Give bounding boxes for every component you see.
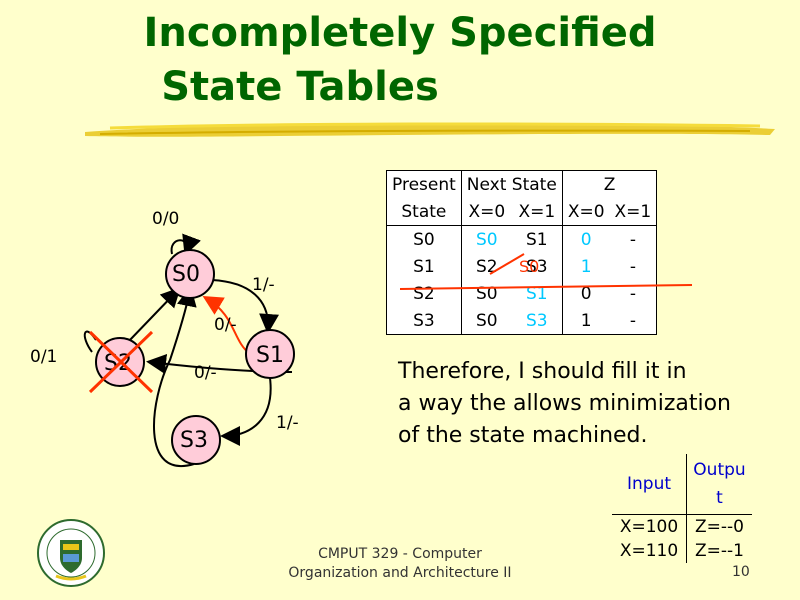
input-output-table: Input Outpu t X=100 Z=--0 X=110 Z=--1 xyxy=(612,454,752,563)
subheader-z-x1: X=1 xyxy=(614,201,652,222)
state-table: Present Next State Z State X=0 X=1 X=0 X… xyxy=(386,170,658,335)
explanation-line1: Therefore, I should fill it in xyxy=(398,359,687,384)
io-header-input: Input xyxy=(626,474,672,494)
edge-label-s1-s2: 0/- xyxy=(194,363,217,383)
edge-label-s1-s0: 0/- xyxy=(214,315,237,335)
edge-s0-to-s1 xyxy=(211,279,280,334)
header-z: Z xyxy=(561,170,657,198)
cell-z-x0: 1 xyxy=(561,307,610,335)
state-s3-label: S3 xyxy=(180,428,208,453)
state-s0: S0 xyxy=(165,249,215,299)
cell-next-x0: S0 xyxy=(460,280,512,307)
edge-label-s0-s1: 1/- xyxy=(252,275,275,295)
edge-s1-to-s3 xyxy=(220,377,272,446)
cell-z-x0: 0 xyxy=(561,280,610,307)
table-row: S0 S0 S1 0 - xyxy=(386,225,657,253)
cell-state: S0 xyxy=(386,225,462,253)
cell-z-x1: - xyxy=(629,310,636,331)
subheader-state: State xyxy=(401,201,447,222)
explanation-line3: of the state machined. xyxy=(398,423,648,448)
edge-s3-to-s0 xyxy=(153,286,197,468)
cell-next-x1: S3 xyxy=(526,256,548,277)
edge-s0-self xyxy=(170,233,201,256)
state-diagram: S0 S1 S2 S3 0/0 1/- 0/- 0/1 0/- 1/- xyxy=(30,209,299,468)
io-cell-input: X=100 xyxy=(612,514,687,539)
cell-next-x0: S0 xyxy=(460,225,512,253)
header-present: Present xyxy=(392,174,456,195)
table-row: S3 S0 S3 1 - xyxy=(387,307,657,335)
title-underline-brush-stroke xyxy=(85,122,775,137)
cell-z-x0: 1 xyxy=(561,253,610,280)
cell-next-x1: S1 xyxy=(511,225,563,253)
cell-state: S2 xyxy=(413,283,435,304)
explanation-line2: a way the allows minimization xyxy=(398,391,731,416)
edge-label-s2-self: 0/1 xyxy=(30,347,57,367)
table-row: X=100 Z=--0 xyxy=(612,514,752,539)
table-row: X=110 Z=--1 xyxy=(612,539,752,563)
footer-line2: Organization and Architecture II xyxy=(288,565,512,581)
cell-state: S3 xyxy=(413,310,435,331)
state-s1-label: S1 xyxy=(256,343,284,368)
state-s3: S3 xyxy=(171,415,221,465)
cell-next-x0: S2 xyxy=(460,253,512,280)
subheader-next-x1: X=1 xyxy=(518,201,556,222)
state-s1: S1 xyxy=(245,329,295,379)
subheader-next-x0: X=0 xyxy=(460,198,512,226)
cell-next-x0: S0 xyxy=(460,307,512,335)
slide-title-line2: State Tables xyxy=(161,64,439,110)
edge-label-s1-s3: 1/- xyxy=(276,413,299,433)
state-s0-label: S0 xyxy=(172,262,200,287)
cell-z-x1: - xyxy=(629,283,636,304)
io-header-output: Outpu t xyxy=(686,454,752,515)
footer-line1: CMPUT 329 - Computer xyxy=(318,546,482,562)
university-seal-logo xyxy=(37,519,105,587)
io-cell-output: Z=--0 xyxy=(686,514,752,539)
header-next-state: Next State xyxy=(460,170,563,198)
cell-next-x1: S3 xyxy=(526,310,548,331)
page-number: 10 xyxy=(732,564,750,580)
edge-label-s0-self: 0/0 xyxy=(152,209,179,229)
explanation-text: Therefore, I should fill it in a way the… xyxy=(398,356,731,452)
state-s2-cross-out xyxy=(88,330,154,394)
io-cell-output: Z=--1 xyxy=(686,539,752,563)
footer-course-title: CMPUT 329 - Computer Organization and Ar… xyxy=(250,545,550,583)
state-table-header: Present Next State Z xyxy=(387,170,657,198)
state-table-subheader: State X=0 X=1 X=0 X=1 xyxy=(387,198,657,226)
edge-s2-to-s0 xyxy=(127,287,181,343)
cell-z-x0: 0 xyxy=(561,225,610,253)
table-row: S2 S0 S1 0 - xyxy=(387,280,657,307)
edge-s1-to-s0-red xyxy=(202,295,251,355)
cell-z-x1: - xyxy=(629,256,636,277)
cell-state: S1 xyxy=(413,256,435,277)
cell-next-x1: S1 xyxy=(526,283,548,304)
slide-title-line1: Incompletely Specified xyxy=(143,10,657,56)
io-table-header: Input Outpu t xyxy=(612,454,752,515)
table-row: S1 S2 S3 1 - xyxy=(387,253,657,280)
cell-z-x1: - xyxy=(609,225,657,253)
subheader-z-x0: X=0 xyxy=(561,198,610,226)
io-cell-input: X=110 xyxy=(619,541,679,561)
